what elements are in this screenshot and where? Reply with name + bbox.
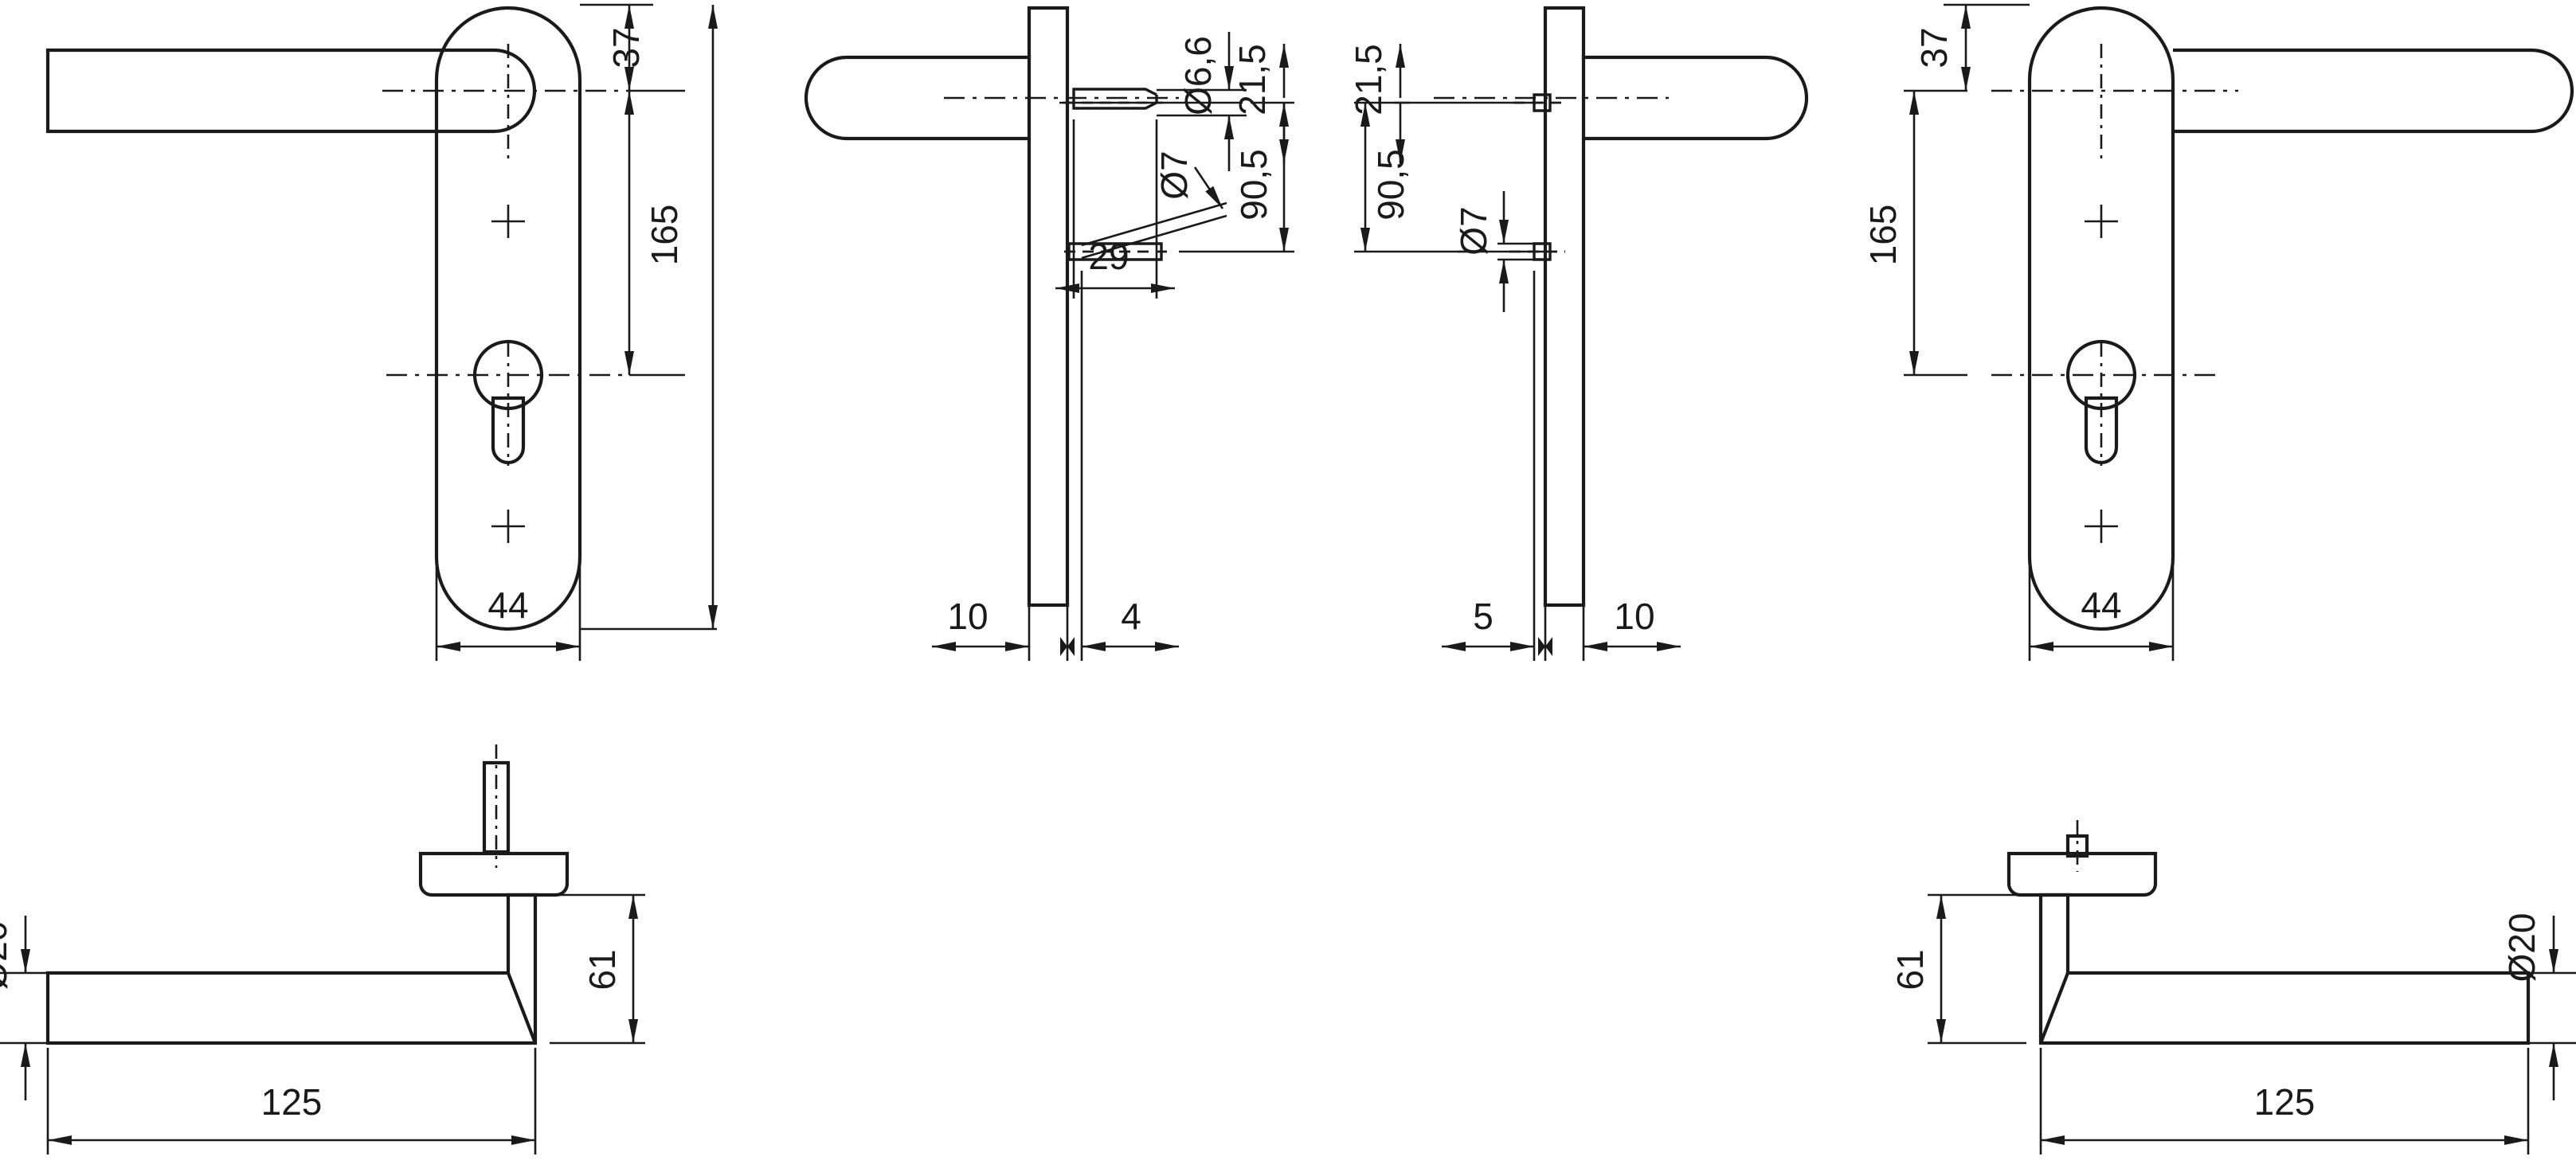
dim-165-right: 165 <box>1862 89 1967 377</box>
dim-label-61-left-profile: 61 <box>581 949 623 990</box>
rose-collar-left-profile <box>418 851 570 897</box>
fixing-cross-upper-left <box>491 205 525 238</box>
dim-37-left: 37 <box>580 3 653 91</box>
dim-label-d20-left-profile: Ø20 <box>0 921 14 990</box>
dim-overall-height-left <box>580 5 718 631</box>
view-side-right-section: 21,5 Ø7 90,5 <box>1348 6 1809 661</box>
dim-label-125-right-profile: 125 <box>2254 1081 2316 1123</box>
fixing-cross-lower-left <box>491 510 525 543</box>
euro-cylinder-keyhole-right <box>2065 339 2137 465</box>
dim-61-left-profile: 61 <box>550 893 645 1045</box>
dim-label-d7-right-section: Ø7 <box>1453 206 1494 255</box>
lever-bevel-left-profile <box>507 972 537 1044</box>
view-front-right-escutcheon: 37 165 44 <box>1862 3 2574 661</box>
lever-bar-left <box>45 48 537 134</box>
dim-label-905-left-section: 90,5 <box>1233 149 1274 221</box>
escutcheon-plate-outline-right <box>2027 6 2175 631</box>
dim-905-left-section: 90,5 <box>1179 101 1294 253</box>
dim-29-left-section: 29 <box>1055 119 1175 299</box>
fixing-bore-lower-left-section <box>1064 201 1227 261</box>
fixing-bore-upper-right-section <box>1394 93 1561 112</box>
dim-label-215-right-section: 21,5 <box>1348 44 1389 115</box>
dim-label-d7-left-section: Ø7 <box>1153 150 1195 199</box>
dim-thickness-left-section: 10 4 <box>932 271 1179 661</box>
dim-label-10-left-section: 10 <box>947 596 988 637</box>
dim-44-left: 44 <box>435 567 581 661</box>
lever-bevel-right-profile <box>2039 972 2069 1044</box>
rose-collar-right-profile <box>2006 851 2158 897</box>
dim-905-right-section: 90,5 <box>1354 101 1474 253</box>
dim-label-165-right: 165 <box>1862 205 1904 266</box>
dim-label-165-left: 165 <box>644 205 685 266</box>
dim-37-right: 37 <box>1913 3 2030 91</box>
dim-label-905-right-section: 90,5 <box>1370 149 1411 221</box>
dim-label-44-right: 44 <box>2081 584 2121 626</box>
dim-125-right-profile: 125 <box>2039 1048 2530 1155</box>
view-front-left-escutcheon: 37 165 44 <box>45 3 718 661</box>
lever-side-left <box>804 55 1029 141</box>
dim-label-44-left: 44 <box>487 584 528 626</box>
dim-d20-left-profile: Ø20 <box>0 916 48 1100</box>
euro-cylinder-keyhole-left <box>472 339 544 465</box>
lever-body-right-profile <box>2038 893 2531 1045</box>
lever-body-left-profile <box>45 893 538 1045</box>
dim-165-left: 165 <box>624 89 685 377</box>
dim-label-d66-left-section: Ø6,6 <box>1177 36 1219 115</box>
view-lever-profile-right: 61 Ø20 125 <box>1889 820 2576 1155</box>
dim-label-4-left-section: 4 <box>1121 596 1141 637</box>
dim-label-37-right: 37 <box>1913 27 1955 68</box>
dim-d7-left-section: Ø7 <box>1153 150 1224 209</box>
lever-side-right <box>1584 55 1809 141</box>
dim-label-d20-right-profile: Ø20 <box>2501 913 2543 983</box>
dim-61-right-profile: 61 <box>1889 893 2026 1045</box>
dim-d20-right-profile: Ø20 <box>2501 913 2576 1100</box>
dim-label-61-right-profile: 61 <box>1889 949 1931 990</box>
view-lever-profile-left: Ø20 61 125 <box>0 744 645 1155</box>
dim-d7-right-section: Ø7 <box>1453 191 1509 312</box>
dim-label-5-right-section: 5 <box>1473 596 1494 637</box>
dim-label-125-left-profile: 125 <box>261 1081 323 1123</box>
dim-125-left-profile: 125 <box>46 1048 537 1155</box>
spindle-right-profile <box>2065 834 2089 858</box>
dim-label-215-left-section: 21,5 <box>1231 44 1273 115</box>
view-side-left-section: Ø6,6 21,5 29 Ø7 <box>804 6 1294 661</box>
dim-thickness-right-section: 5 10 <box>1442 271 1681 661</box>
fixing-cross-lower-right <box>2085 510 2118 543</box>
fixing-cross-upper-right <box>2085 205 2118 238</box>
escutcheon-plate-outline-left <box>434 6 582 631</box>
dim-label-10-right-section: 10 <box>1614 596 1654 637</box>
lever-bar-right <box>2173 48 2574 134</box>
dim-label-37-left: 37 <box>605 27 647 68</box>
dim-44-right: 44 <box>2028 567 2175 661</box>
dim-d66-left-section: Ø6,6 <box>1177 32 1234 171</box>
